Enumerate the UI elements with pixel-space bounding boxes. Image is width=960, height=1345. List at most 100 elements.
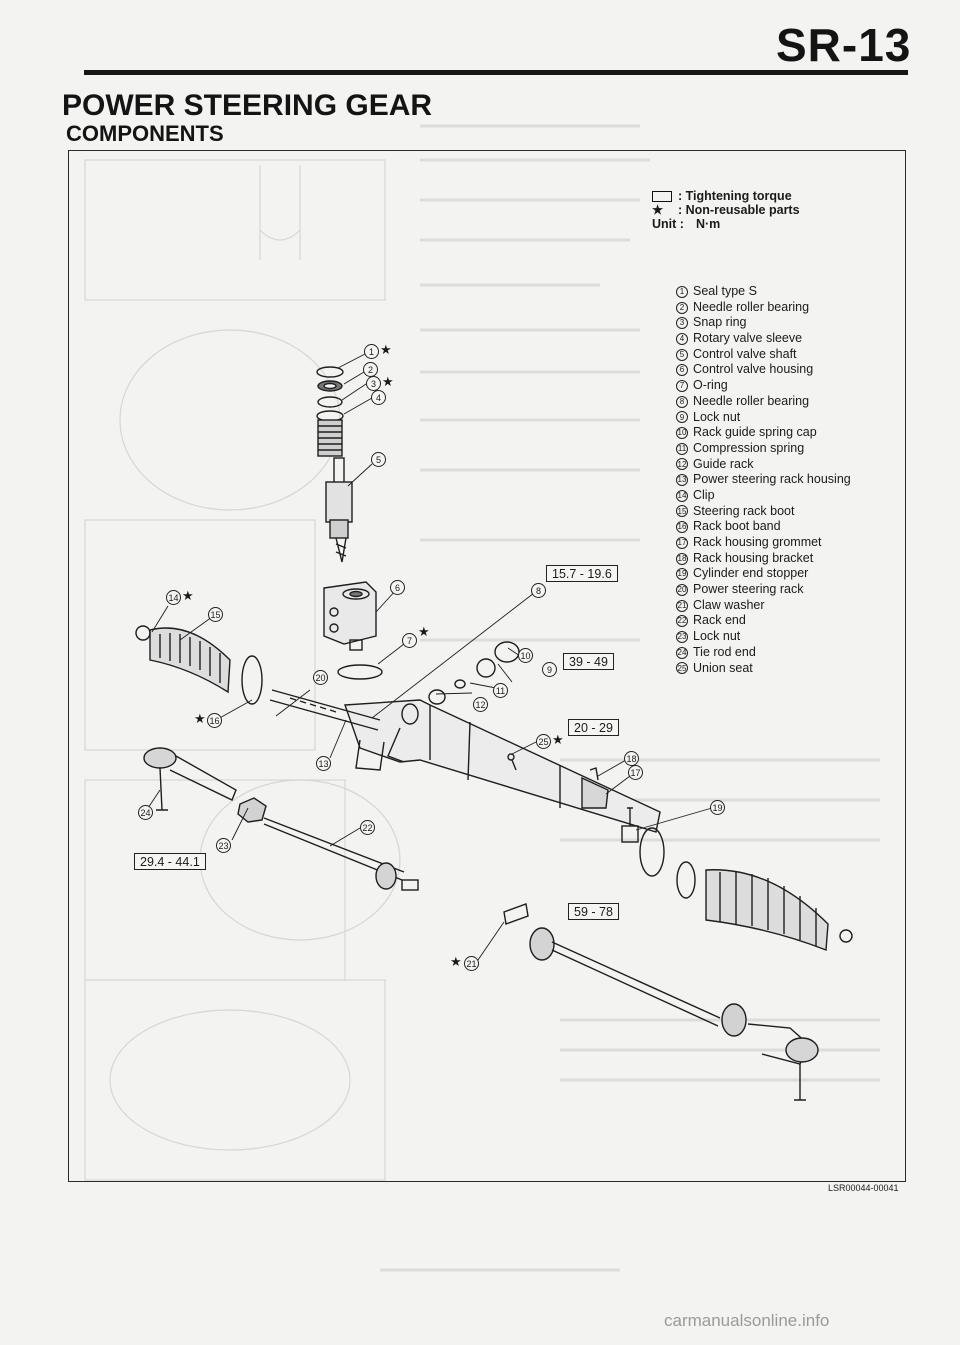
legend-unit-value: N·m (695, 217, 721, 231)
legend-row-nonreusable: ★ : Non-reusable parts (652, 203, 800, 217)
star-icon: ★ (194, 711, 206, 726)
callout-13: 13 (316, 756, 331, 771)
section-subtitle: COMPONENTS (66, 121, 224, 146)
part-item: 5 Control valve shaft (676, 347, 851, 363)
torque-box-icon (652, 191, 672, 203)
legend-row-torque: : Tightening torque (652, 189, 800, 203)
part-item: 3 Snap ring (676, 315, 851, 331)
part-name: Control valve housing (693, 362, 814, 377)
legend-unit-label: Unit : (652, 217, 684, 231)
part-name: Claw washer (693, 597, 765, 612)
star-icon: ★ (652, 203, 664, 217)
part-name: Power steering rack (693, 582, 804, 597)
callout-22: 22 (360, 820, 375, 835)
callout-23: 23 (216, 838, 231, 853)
part-name: Guide rack (693, 456, 754, 471)
star-icon: ★ (418, 624, 430, 639)
part-number: 18 (676, 552, 688, 565)
part-item: 8 Needle roller bearing (676, 394, 851, 410)
torque-box-15.7-19.6: 15.7 - 19.6 (546, 565, 618, 582)
part-name: Seal type S (693, 284, 757, 298)
part-name: Cylinder end stopper (693, 566, 809, 581)
part-number: 8 (676, 395, 688, 408)
diagram-frame (68, 150, 906, 1182)
torque-box-59-78: 59 - 78 (568, 903, 619, 920)
callout-18: 18 (624, 751, 639, 766)
part-name: Lock nut (693, 409, 741, 424)
part-name: Control valve shaft (693, 346, 797, 361)
part-item: 19 Cylinder end stopper (676, 566, 851, 582)
callout-9: 9 (542, 662, 557, 677)
callout-16: 16 (207, 713, 222, 728)
part-name: Needle roller bearing (693, 393, 810, 408)
callout-20: 20 (313, 670, 328, 685)
part-item: 1 Seal type S (676, 284, 851, 300)
torque-box-29.4-44.1: 29.4 - 44.1 (134, 853, 206, 870)
torque-box-39-49: 39 - 49 (563, 653, 614, 670)
part-name: Tie rod end (693, 644, 756, 659)
part-number: 2 (676, 301, 688, 314)
legend: : Tightening torque ★ : Non-reusable par… (652, 189, 800, 231)
part-name: Rotary valve sleeve (693, 331, 803, 346)
part-number: 1 (676, 285, 688, 298)
part-name: Rack housing grommet (693, 535, 822, 549)
part-number: 3 (676, 317, 688, 330)
callout-21: 21 (464, 956, 479, 971)
part-number: 6 (676, 364, 688, 377)
part-number: 19 (676, 568, 688, 581)
figure-id: LSR00044-00041 (828, 1183, 899, 1193)
part-number: 13 (676, 474, 688, 487)
callout-17: 17 (628, 765, 643, 780)
callout-4: 4 (371, 390, 386, 405)
part-number: 10 (676, 427, 688, 440)
part-item: 13 Power steering rack housing (676, 472, 851, 488)
part-name: Lock nut (693, 629, 741, 644)
section-title: POWER STEERING GEAR (62, 89, 433, 122)
part-number: 11 (676, 442, 688, 455)
callout-1: 1 (364, 344, 379, 359)
part-item: 20 Power steering rack (676, 582, 851, 598)
part-number: 20 (676, 583, 688, 596)
part-number: 14 (676, 489, 688, 502)
part-item: 2 Needle roller bearing (676, 300, 851, 316)
star-icon: ★ (552, 732, 564, 747)
callout-7: 7 (402, 633, 417, 648)
legend-torque-label: : Tightening torque (678, 189, 792, 203)
callout-25: 25 (536, 734, 551, 749)
part-item: 16 Rack boot band (676, 519, 851, 535)
callout-11: 11 (493, 683, 508, 698)
part-number: 17 (676, 536, 688, 549)
part-name: Rack boot band (693, 519, 781, 534)
part-item: 18 Rack housing bracket (676, 551, 851, 567)
part-name: Rack housing bracket (693, 550, 814, 565)
part-name: Needle roller bearing (693, 299, 810, 314)
star-icon: ★ (380, 342, 392, 357)
part-number: 5 (676, 348, 688, 361)
part-name: Snap ring (693, 315, 747, 330)
callout-10: 10 (518, 648, 533, 663)
part-number: 7 (676, 379, 688, 392)
callout-8: 8 (531, 583, 546, 598)
callout-14: 14 (166, 590, 181, 605)
legend-nonreusable-label: : Non-reusable parts (678, 203, 800, 217)
part-number: 16 (676, 521, 688, 534)
part-number: 12 (676, 458, 688, 471)
part-number: 22 (676, 615, 688, 628)
callout-6: 6 (390, 580, 405, 595)
header-rule (84, 70, 908, 75)
part-name: Power steering rack housing (693, 472, 851, 487)
star-icon: ★ (450, 954, 462, 969)
